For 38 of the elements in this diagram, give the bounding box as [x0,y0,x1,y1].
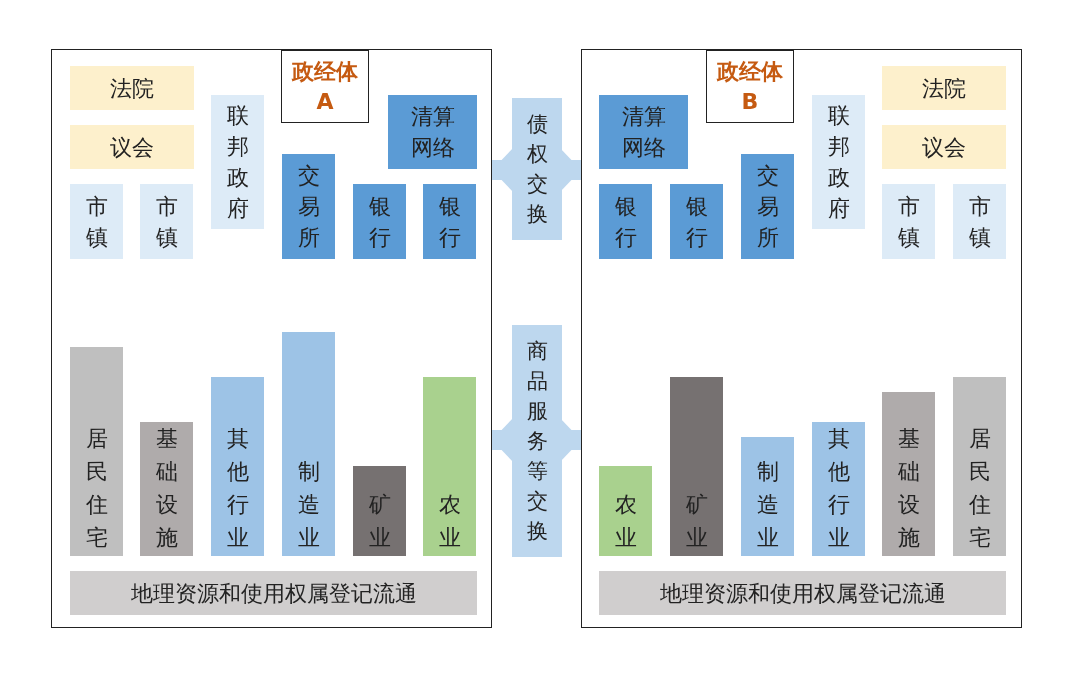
sector-bar: 基础设施 [140,422,193,556]
label-box: 议会 [70,125,194,169]
title-box: 政经体A [281,50,369,123]
sector-bar: 制造业 [741,437,794,556]
label-box: 银行 [423,184,476,259]
sector-bar: 居民住宅 [70,347,123,556]
panel-frame [581,49,1022,628]
sector-bar: 其他行业 [211,377,264,556]
label-box: 银行 [353,184,406,259]
edge-label: 债权交换 [512,98,562,240]
sector-bar: 农业 [599,466,652,556]
sector-bar: 基础设施 [882,392,935,556]
label-box: 联邦政府 [812,95,865,229]
label-box: 市镇 [70,184,123,259]
label-box: 法院 [882,66,1006,110]
edge-label: 商品服务等交换 [512,325,562,557]
label-box: 交易所 [741,154,794,259]
label-box: 交易所 [282,154,335,259]
label-box: 联邦政府 [211,95,264,229]
label-box: 清算网络 [599,95,688,169]
panel-frame [51,49,492,628]
label-box: 市镇 [953,184,1006,259]
sector-bar: 矿业 [353,466,406,556]
sector-bar: 制造业 [282,332,335,556]
label-box: 议会 [882,125,1006,169]
title-box: 政经体B [706,50,794,123]
base-band: 地理资源和使用权属登记流通 [599,571,1006,615]
sector-bar: 矿业 [670,377,723,556]
sector-bar: 农业 [423,377,476,556]
sector-bar: 居民住宅 [953,377,1006,556]
label-box: 银行 [670,184,723,259]
label-box: 银行 [599,184,652,259]
sector-bar: 其他行业 [812,422,865,556]
label-box: 市镇 [140,184,193,259]
label-box: 市镇 [882,184,935,259]
label-box: 清算网络 [388,95,477,169]
label-box: 法院 [70,66,194,110]
base-band: 地理资源和使用权属登记流通 [70,571,477,615]
